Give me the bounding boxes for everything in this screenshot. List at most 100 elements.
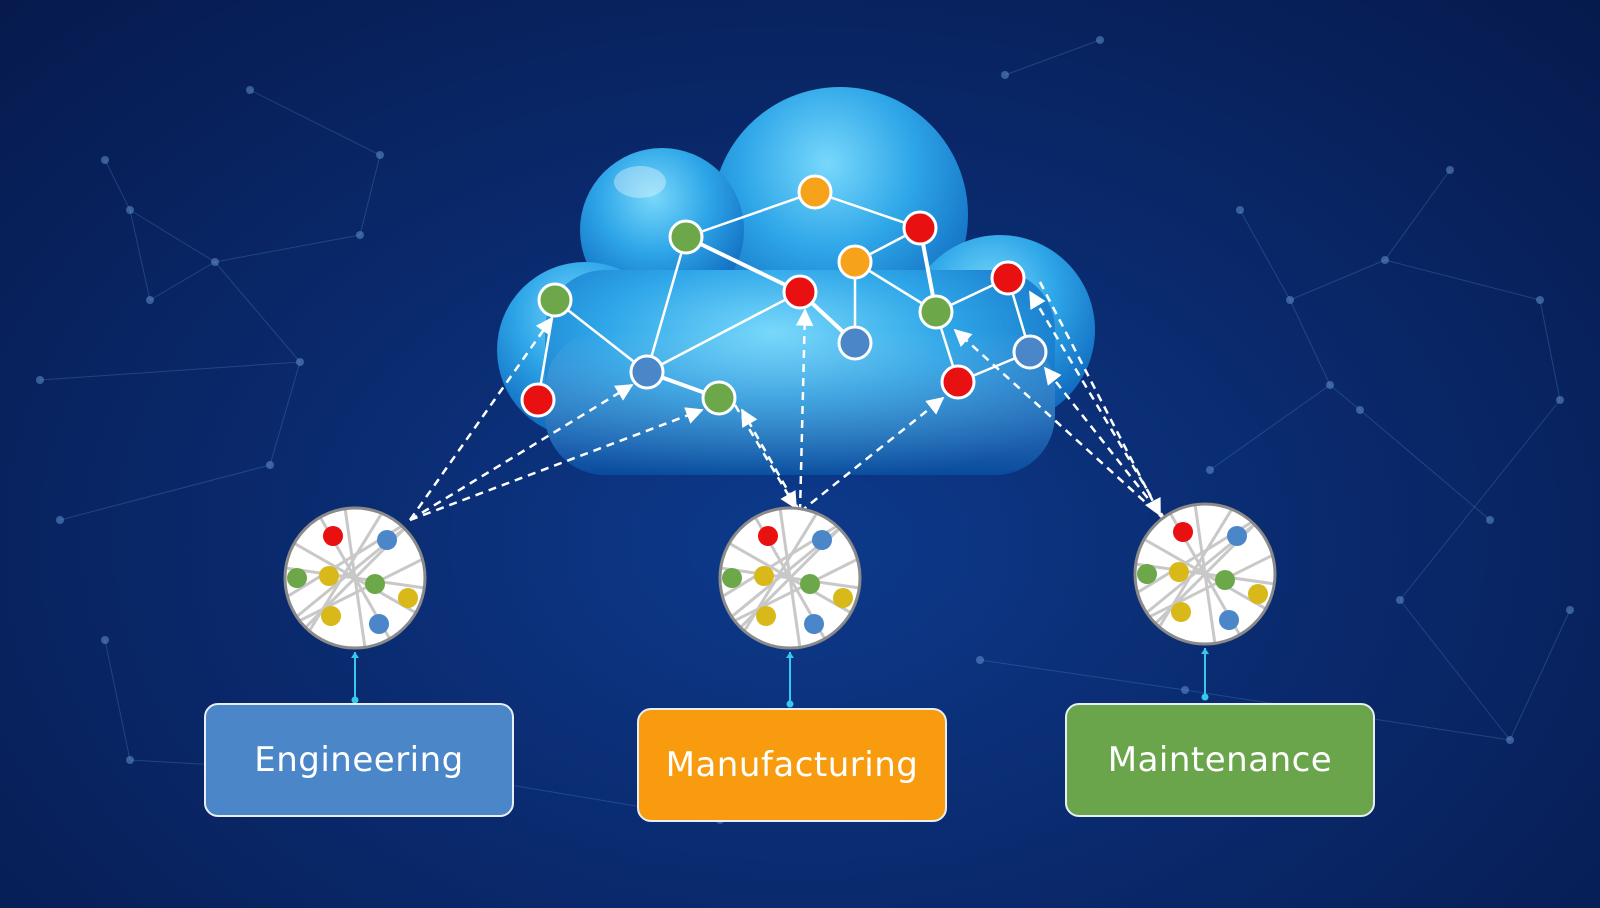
- bg-dot: [1326, 381, 1334, 389]
- bg-link: [979, 659, 1186, 691]
- local-node: [1171, 602, 1191, 622]
- data-flow-arrow: [953, 328, 1166, 521]
- bg-dot: [36, 376, 44, 384]
- graph-node: [782, 274, 818, 310]
- bg-link: [1539, 299, 1561, 401]
- local-node: [1219, 610, 1239, 630]
- local-node: [756, 606, 776, 626]
- connector-arrowhead: [351, 652, 359, 658]
- bg-dot: [101, 636, 109, 644]
- local-link: [285, 556, 425, 630]
- local-node: [754, 566, 774, 586]
- manufacturing-label: Manufacturing: [665, 745, 919, 785]
- local-graph-border: [283, 506, 427, 650]
- graph-edge: [814, 190, 921, 230]
- bg-dot: [1556, 396, 1564, 404]
- engineering-label: Engineering: [254, 740, 464, 780]
- bg-link: [129, 209, 216, 263]
- local-node: [365, 574, 385, 594]
- graph-node: [520, 382, 556, 418]
- local-link: [1135, 504, 1275, 644]
- bg-dot: [1206, 466, 1214, 474]
- local-node: [1137, 564, 1157, 584]
- bg-link: [39, 361, 301, 381]
- bg-dot: [1096, 36, 1104, 44]
- local-node: [321, 606, 341, 626]
- connector-arrowhead: [1201, 648, 1209, 654]
- bg-dot: [246, 86, 254, 94]
- local-graph: [283, 506, 427, 650]
- local-node: [1215, 570, 1235, 590]
- local-link: [285, 508, 425, 648]
- bg-link: [104, 639, 131, 761]
- local-graph: [718, 506, 862, 650]
- graph-node: [668, 219, 704, 255]
- connector-dot: [351, 696, 359, 704]
- bg-dot: [1286, 296, 1294, 304]
- bg-link: [1239, 209, 1291, 301]
- data-flow-arrow: [1043, 366, 1166, 521]
- bg-link: [1004, 39, 1101, 76]
- connector-arrowhead: [786, 652, 794, 658]
- bg-link: [104, 159, 131, 211]
- graph-node: [902, 210, 938, 246]
- department-connectors: [351, 648, 1209, 708]
- bg-link: [1209, 384, 1331, 471]
- graph-node: [701, 380, 737, 416]
- local-node: [1173, 522, 1193, 542]
- local-link: [720, 508, 860, 648]
- bg-dot: [1506, 736, 1514, 744]
- graph-node: [940, 364, 976, 400]
- bg-link: [129, 209, 151, 301]
- bg-dot: [266, 461, 274, 469]
- local-data-graphs: [283, 502, 1277, 650]
- local-graph-border: [1133, 502, 1277, 646]
- maintenance-box[interactable]: Maintenance: [1065, 703, 1375, 817]
- local-node: [804, 614, 824, 634]
- bg-link: [149, 261, 216, 301]
- graph-node: [537, 282, 573, 318]
- graph-edge: [554, 299, 648, 373]
- connector-dot: [786, 700, 794, 708]
- local-node: [377, 530, 397, 550]
- bg-link: [1509, 609, 1571, 741]
- bg-link: [359, 154, 381, 236]
- local-link: [1135, 512, 1266, 596]
- graph-node: [990, 260, 1026, 296]
- local-graph-border: [718, 506, 862, 650]
- local-node: [1169, 562, 1189, 582]
- data-flow-arrow: [799, 396, 945, 513]
- bg-dot: [1566, 606, 1574, 614]
- bg-link: [1399, 599, 1511, 741]
- bg-dot: [976, 656, 984, 664]
- local-node: [319, 566, 339, 586]
- bg-link: [1289, 259, 1386, 301]
- graph-node: [837, 244, 873, 280]
- graph-edge: [685, 190, 816, 239]
- graph-node: [1012, 334, 1048, 370]
- bg-link: [59, 464, 271, 521]
- connector-dot: [1201, 693, 1209, 701]
- graph-edge: [645, 236, 688, 373]
- engineering-box[interactable]: Engineering: [204, 703, 514, 817]
- local-link: [285, 516, 416, 600]
- bg-dot: [1001, 71, 1009, 79]
- bg-dot: [146, 296, 154, 304]
- graph-node: [837, 325, 873, 361]
- data-flow-arrow: [409, 407, 704, 522]
- data-flow-arrow: [733, 404, 798, 510]
- bg-dot: [1396, 596, 1404, 604]
- local-node: [398, 588, 418, 608]
- manufacturing-box[interactable]: Manufacturing: [637, 708, 947, 822]
- data-flow-arrows: [408, 281, 1167, 522]
- bg-dot: [1486, 516, 1494, 524]
- graph-node: [918, 294, 954, 330]
- local-link: [1135, 552, 1275, 626]
- local-node: [833, 588, 853, 608]
- local-node: [287, 568, 307, 588]
- bg-dot: [1181, 686, 1189, 694]
- cloud-graph-nodes: [520, 174, 1048, 418]
- bg-link: [214, 234, 361, 263]
